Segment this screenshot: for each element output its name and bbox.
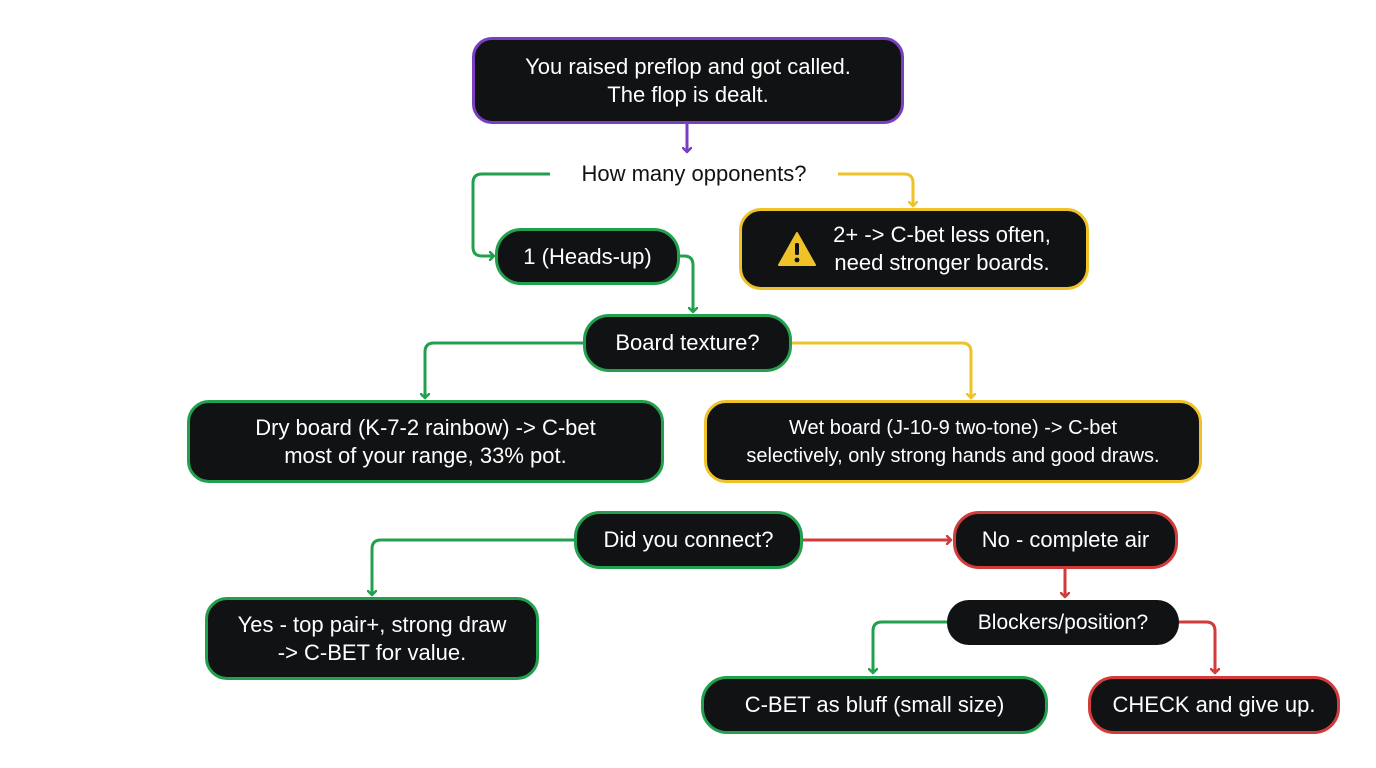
connector-headsup-to-board [679,254,693,312]
start-node-text: You raised preflop and got called. The f… [525,53,851,107]
complete-air-node: No - complete air [953,511,1178,569]
opponents-question: How many opponents? [552,160,836,188]
start-node: You raised preflop and got called. The f… [472,37,904,124]
connector-board-to-wet [790,341,971,398]
bluff-cbet-node: C-BET as bluff (small size) [701,676,1048,734]
blockers-question-node-text: Blockers/position? [977,610,1149,634]
connector-connect-to-yes [372,538,576,595]
board-texture-node-text: Board texture? [615,330,760,355]
connector-blockers-to-bluff [873,620,949,673]
multiway-node-text: 2+ -> C-bet less often, need stronger bo… [833,222,1051,275]
warning-triangle-icon [778,232,817,266]
check-give-up-node: CHECK and give up. [1088,676,1340,734]
heads-up-node: 1 (Heads-up) [495,228,680,285]
connect-question-node: Did you connect? [574,511,803,569]
wet-board-node: Wet board (J-10-9 two-tone) -> C-bet sel… [704,400,1202,483]
multiway-node: 2+ -> C-bet less often, need stronger bo… [739,208,1089,290]
dry-board-node: Dry board (K-7-2 rainbow) -> C-bet most … [187,400,664,483]
connector-board-to-dry [425,341,585,398]
check-give-up-node-text: CHECK and give up. [1112,692,1316,717]
connect-question-node-text: Did you connect? [603,527,774,552]
dry-board-node-text: Dry board (K-7-2 rainbow) -> C-bet most … [255,414,596,468]
complete-air-node-text: No - complete air [981,527,1150,552]
value-cbet-node: Yes - top pair+, strong draw -> C-BET fo… [205,597,539,680]
bluff-cbet-node-text: C-BET as bluff (small size) [744,692,1005,717]
wet-board-node-text: Wet board (J-10-9 two-tone) -> C-bet sel… [746,416,1160,467]
connector-opponents-to-multiway [838,172,913,206]
blockers-question-node: Blockers/position? [947,600,1179,645]
heads-up-node-text: 1 (Heads-up) [523,243,652,269]
opponents-question-text: How many opponents? [581,161,807,186]
connector-blockers-to-check [1178,620,1215,673]
value-cbet-node-text: Yes - top pair+, strong draw -> C-BET fo… [237,611,507,665]
board-texture-node: Board texture? [583,314,792,372]
